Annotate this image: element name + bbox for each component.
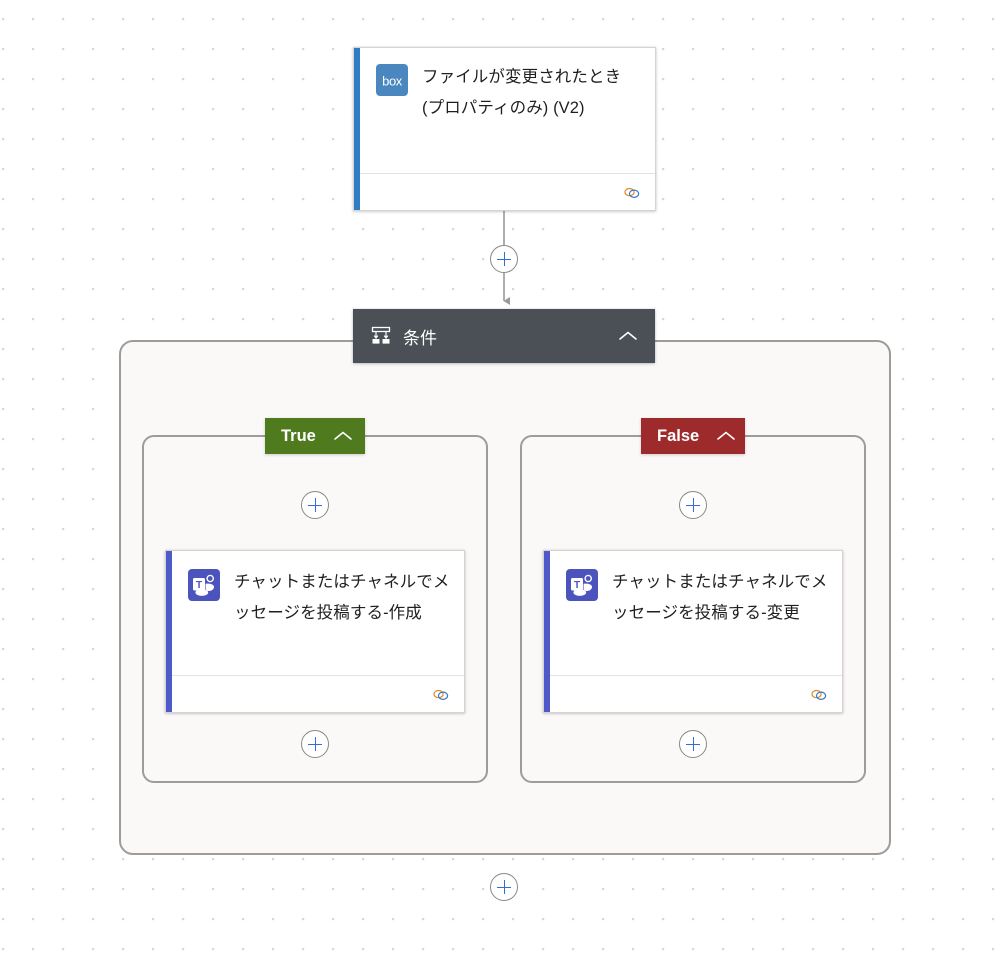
action-accent-bar	[544, 551, 550, 712]
condition-label: 条件	[403, 328, 437, 348]
action-card-teams-false[interactable]: T チャットまたはチャネルでメッセージを投稿する-変更	[543, 550, 843, 713]
svg-text:T: T	[574, 580, 580, 591]
trigger-title: ファイルが変更されたとき (プロパティのみ) (V2)	[422, 68, 622, 117]
add-step-after-condition-button[interactable]	[490, 873, 518, 901]
add-step-false-bottom-button[interactable]	[679, 730, 707, 758]
action-card-footer	[544, 675, 842, 712]
action-title: チャットまたはチャネルでメッセージを投稿する-変更	[612, 573, 828, 622]
add-step-true-top-button[interactable]	[301, 491, 329, 519]
svg-text:T: T	[196, 580, 202, 591]
trigger-card-footer	[354, 173, 655, 210]
link-icon[interactable]	[623, 185, 641, 200]
false-branch-label[interactable]: False	[641, 418, 745, 454]
link-icon[interactable]	[810, 687, 828, 702]
action-card-body: T チャットまたはチャネルでメッセージを投稿する-変更	[544, 551, 842, 675]
condition-branch-icon	[371, 326, 391, 346]
action-card-footer	[166, 675, 464, 712]
action-card-teams-true[interactable]: T チャットまたはチャネルでメッセージを投稿する-作成	[165, 550, 465, 713]
condition-header[interactable]: 条件	[353, 309, 655, 363]
trigger-card-box[interactable]: box ファイルが変更されたとき (プロパティのみ) (V2)	[353, 47, 656, 211]
teams-icon: T	[188, 569, 220, 601]
chevron-up-icon[interactable]	[715, 429, 737, 443]
add-step-true-bottom-button[interactable]	[301, 730, 329, 758]
link-icon[interactable]	[432, 687, 450, 702]
box-icon: box	[376, 64, 408, 96]
false-branch-text: False	[657, 426, 700, 445]
action-title: チャットまたはチャネルでメッセージを投稿する-作成	[234, 573, 450, 622]
action-accent-bar	[166, 551, 172, 712]
chevron-up-icon[interactable]	[617, 329, 639, 343]
add-step-after-trigger-button[interactable]	[490, 245, 518, 273]
trigger-card-body: box ファイルが変更されたとき (プロパティのみ) (V2)	[354, 48, 655, 173]
true-branch-text: True	[281, 426, 316, 445]
chevron-up-icon[interactable]	[332, 429, 354, 443]
teams-icon: T	[566, 569, 598, 601]
action-card-body: T チャットまたはチャネルでメッセージを投稿する-作成	[166, 551, 464, 675]
true-branch-label[interactable]: True	[265, 418, 365, 454]
add-step-false-top-button[interactable]	[679, 491, 707, 519]
svg-text:box: box	[382, 74, 403, 89]
trigger-accent-bar	[354, 48, 360, 210]
